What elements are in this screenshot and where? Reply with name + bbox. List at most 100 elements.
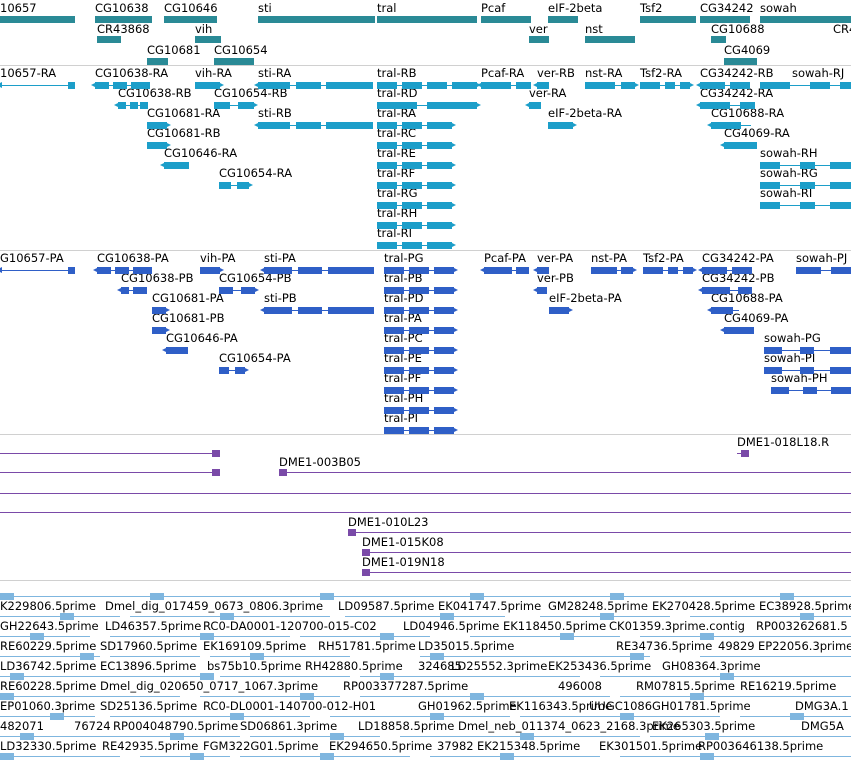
bac-clone-label[interactable]: DME1-015K08 (362, 535, 444, 549)
protein-exon[interactable] (133, 287, 141, 294)
est-label[interactable]: RC0-DA0001-120700-015-C02 (203, 619, 377, 633)
est-block[interactable] (0, 593, 14, 600)
protein-exon[interactable] (409, 327, 429, 334)
protein-label[interactable]: CG10654-PB (219, 271, 292, 285)
est-block[interactable] (430, 713, 444, 720)
est-block[interactable] (0, 693, 14, 700)
gene-label[interactable]: CG10646 (164, 1, 218, 15)
transcript-exon[interactable] (724, 142, 757, 149)
protein-exon[interactable] (668, 267, 678, 274)
protein-exon[interactable] (409, 427, 429, 434)
bac-end-marker[interactable] (212, 450, 220, 457)
gene-label[interactable]: CG10638 (95, 1, 149, 15)
est-label[interactable]: RP004048790.5prime (113, 719, 239, 733)
bac-clone-label[interactable]: DME1-003B05 (279, 455, 361, 469)
protein-label[interactable]: Tsf2-PA (643, 251, 684, 265)
gene-glyph[interactable] (724, 58, 757, 65)
protein-exon[interactable] (152, 307, 166, 314)
transcript-exon[interactable] (402, 142, 422, 149)
transcript-exon[interactable] (537, 82, 549, 89)
transcript-exon[interactable] (711, 122, 741, 129)
protein-exon[interactable] (830, 347, 851, 354)
gene-glyph[interactable] (164, 16, 217, 23)
transcript-label[interactable]: vih-RA (195, 66, 232, 80)
transcript-exon[interactable] (296, 82, 321, 89)
protein-label[interactable]: tral-PI (384, 411, 418, 425)
protein-label[interactable]: CG10681-PA (152, 291, 224, 305)
protein-exon[interactable] (384, 367, 404, 374)
gene-label[interactable]: vih (195, 22, 213, 36)
transcript-exon[interactable] (830, 162, 851, 169)
gene-label[interactable]: CG10654 (214, 43, 268, 57)
transcript-exon[interactable] (377, 162, 397, 169)
est-label[interactable]: EK294650.5prime (329, 739, 433, 753)
protein-exon[interactable] (434, 327, 454, 334)
transcript-exon[interactable] (665, 82, 675, 89)
transcript-exon[interactable] (740, 102, 755, 109)
protein-exon[interactable] (241, 287, 255, 294)
transcript-label[interactable]: CG10646-RA (164, 146, 238, 160)
protein-exon[interactable] (830, 367, 851, 374)
protein-label[interactable]: Pcaf-PA (484, 251, 526, 265)
transcript-label[interactable]: CG34242-RB (700, 66, 774, 80)
bac-end-marker[interactable] (362, 549, 370, 556)
transcript-exon[interactable] (700, 82, 725, 89)
protein-exon[interactable] (549, 307, 569, 314)
gene-label[interactable]: CR4 (833, 22, 851, 36)
protein-exon[interactable] (434, 387, 454, 394)
protein-exon[interactable] (409, 267, 429, 274)
est-block[interactable] (50, 713, 64, 720)
gene-label[interactable]: tral (377, 1, 397, 15)
transcript-exon[interactable] (258, 82, 290, 89)
est-label[interactable]: EK215348.5prime (477, 739, 581, 753)
protein-exon[interactable] (152, 327, 166, 334)
est-block[interactable] (300, 693, 314, 700)
protein-exon[interactable] (711, 307, 733, 314)
transcript-exon[interactable] (147, 122, 167, 129)
gene-glyph[interactable] (700, 16, 750, 23)
est-label[interactable]: GM28248.5prime (548, 599, 648, 613)
transcript-exon[interactable] (237, 182, 249, 189)
protein-exon[interactable] (434, 367, 454, 374)
transcript-exon[interactable] (452, 82, 477, 89)
est-block[interactable] (170, 733, 184, 740)
transcript-label[interactable]: tral-RB (377, 66, 417, 80)
protein-exon[interactable] (115, 267, 129, 274)
est-label[interactable]: SD06861.3prime (240, 719, 338, 733)
est-label[interactable]: DMG5A (801, 719, 844, 733)
est-label[interactable]: RH42880.5prime (305, 659, 403, 673)
transcript-label[interactable]: CG10681-RB (147, 126, 221, 140)
gene-label[interactable]: CG34242 (700, 1, 754, 15)
bac-clone-label[interactable]: DME1-018L18.R (737, 435, 830, 449)
est-label[interactable]: 76724 (74, 719, 111, 733)
transcript-exon[interactable] (219, 182, 231, 189)
transcript-label[interactable]: sti-RA (258, 66, 292, 80)
protein-label[interactable]: tral-PC (384, 331, 423, 345)
est-block[interactable] (800, 613, 814, 620)
est-label[interactable]: 49829 (718, 639, 755, 653)
est-block[interactable] (200, 633, 214, 640)
protein-exon[interactable] (434, 427, 454, 434)
est-label[interactable]: LD35015.5prime (418, 639, 515, 653)
gene-glyph[interactable] (195, 36, 221, 43)
transcript-exon[interactable] (258, 122, 290, 129)
protein-exon[interactable] (409, 307, 429, 314)
protein-label[interactable]: sowah-PI (764, 351, 816, 365)
transcript-label[interactable]: tral-RD (377, 86, 418, 100)
gene-label[interactable]: 10657 (0, 1, 37, 15)
est-block[interactable] (440, 613, 454, 620)
transcript-exon[interactable] (427, 102, 477, 109)
est-block[interactable] (320, 753, 334, 760)
protein-label[interactable]: CG10654-PA (219, 351, 291, 365)
gene-label[interactable]: CR43868 (97, 22, 150, 36)
protein-label[interactable]: sti-PB (264, 291, 297, 305)
transcript-exon[interactable] (427, 242, 452, 249)
transcript-exon[interactable] (680, 82, 690, 89)
protein-exon[interactable] (235, 367, 245, 374)
transcript-exon[interactable] (402, 182, 422, 189)
transcript-exon[interactable] (621, 82, 635, 89)
protein-exon[interactable] (384, 307, 404, 314)
transcript-label[interactable]: sowah-RH (760, 146, 818, 160)
transcript-label[interactable]: sowah-RG (760, 166, 818, 180)
transcript-exon[interactable] (402, 202, 422, 209)
